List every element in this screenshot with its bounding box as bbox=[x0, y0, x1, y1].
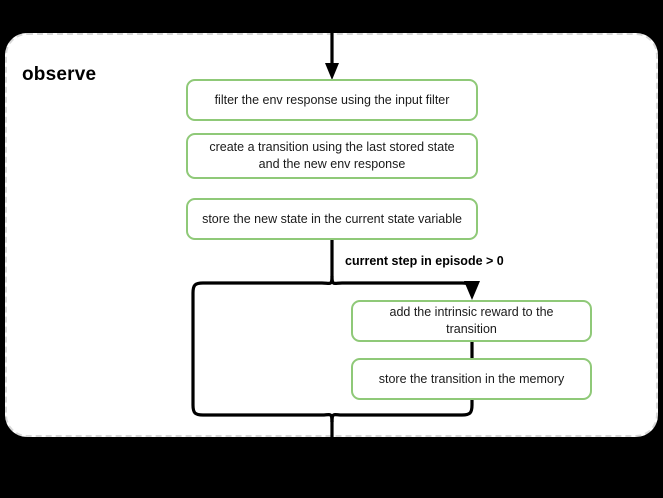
node-store-new-state[interactable]: store the new state in the current state… bbox=[186, 198, 478, 240]
node-store-transition-memory[interactable]: store the transition in the memory bbox=[351, 358, 592, 400]
branch-condition-label: current step in episode > 0 bbox=[345, 254, 504, 268]
page-title: observe bbox=[22, 64, 97, 85]
node-filter-env-response[interactable]: filter the env response using the input … bbox=[186, 79, 478, 121]
node-add-intrinsic-reward[interactable]: add the intrinsic reward to the transiti… bbox=[351, 300, 592, 342]
node-create-transition[interactable]: create a transition using the last store… bbox=[186, 133, 478, 179]
